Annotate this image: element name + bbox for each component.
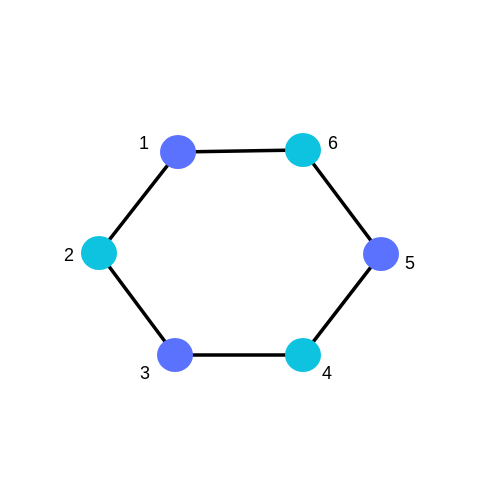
- node-label-5: 5: [405, 253, 415, 273]
- labels-layer: 1 2 3 4 5 6: [64, 133, 415, 383]
- node-label-6: 6: [328, 133, 338, 153]
- edge-3-2: [97, 251, 177, 357]
- node-1: [160, 135, 196, 169]
- node-label-3: 3: [140, 363, 150, 383]
- edge-2-1: [97, 150, 180, 255]
- node-6: [285, 133, 321, 167]
- node-label-2: 2: [64, 245, 74, 265]
- edge-1-6: [176, 148, 305, 154]
- edge-5-4: [301, 252, 383, 357]
- edge-6-5: [301, 148, 383, 256]
- node-label-1: 1: [139, 133, 149, 153]
- node-3: [157, 338, 193, 372]
- edges-layer: [97, 148, 383, 357]
- node-2: [81, 236, 117, 270]
- node-5: [363, 237, 399, 271]
- node-4: [285, 338, 321, 372]
- nodes-layer: [81, 133, 399, 372]
- node-label-4: 4: [322, 363, 332, 383]
